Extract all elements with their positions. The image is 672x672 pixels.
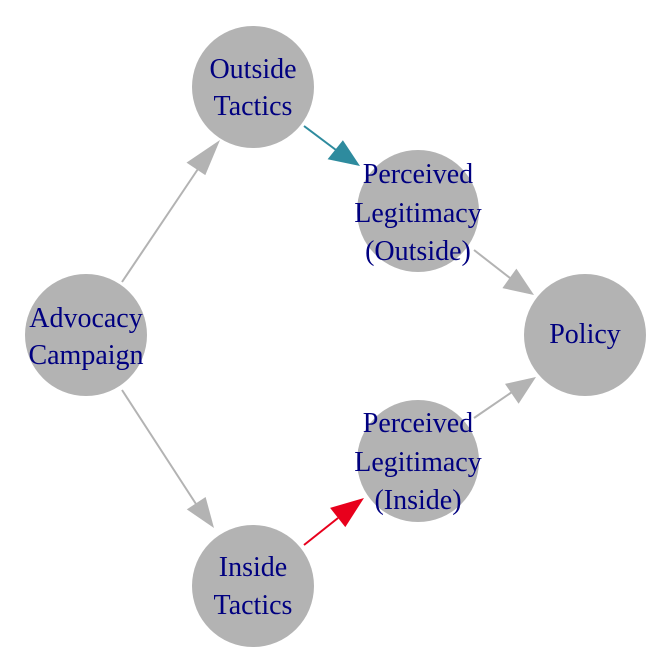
arrowhead-icon: [502, 268, 534, 295]
edge-outside-tactics-to-legitimacy-outside: [303, 125, 360, 166]
node-label-line: Legitimacy: [354, 198, 482, 229]
node-label-line: Advocacy: [29, 303, 143, 334]
arrowhead-icon: [186, 140, 220, 176]
edge-inside-tactics-to-legitimacy-inside: [303, 498, 364, 546]
node-perceived-legitimacy-inside: Perceived Legitimacy (Inside): [354, 400, 482, 522]
edges: [121, 125, 536, 546]
edge-advocacy-to-inside-tactics: [121, 389, 214, 528]
node-label-line: Outside: [209, 54, 296, 85]
node-label-line: (Inside): [374, 485, 461, 516]
node-advocacy-campaign: Advocacy Campaign: [25, 274, 147, 396]
arrowhead-icon: [186, 497, 214, 528]
nodes: Advocacy Campaign Outside Tactics Inside…: [25, 26, 646, 647]
node-label-line: Legitimacy: [354, 447, 482, 478]
node-perceived-legitimacy-outside: Perceived Legitimacy (Outside): [354, 150, 482, 272]
edge-legitimacy-outside-to-policy: [473, 249, 534, 295]
node-label-line: Tactics: [214, 590, 293, 621]
edge-advocacy-to-outside-tactics: [121, 140, 220, 283]
arrowhead-icon: [505, 377, 536, 404]
arrowhead-icon: [327, 140, 360, 166]
node-label-line: Campaign: [28, 340, 143, 371]
node-policy: Policy: [524, 274, 646, 396]
node-label-line: Perceived: [363, 159, 473, 190]
node-label-line: Perceived: [363, 408, 473, 439]
node-label-line: Inside: [219, 552, 287, 583]
arrowhead-icon: [330, 498, 364, 528]
edge-legitimacy-inside-to-policy: [473, 377, 536, 419]
node-label-line: (Outside): [365, 236, 471, 267]
node-outside-tactics: Outside Tactics: [192, 26, 314, 148]
node-inside-tactics: Inside Tactics: [192, 525, 314, 647]
node-label-line: Policy: [549, 319, 621, 350]
node-label-line: Tactics: [214, 91, 293, 122]
